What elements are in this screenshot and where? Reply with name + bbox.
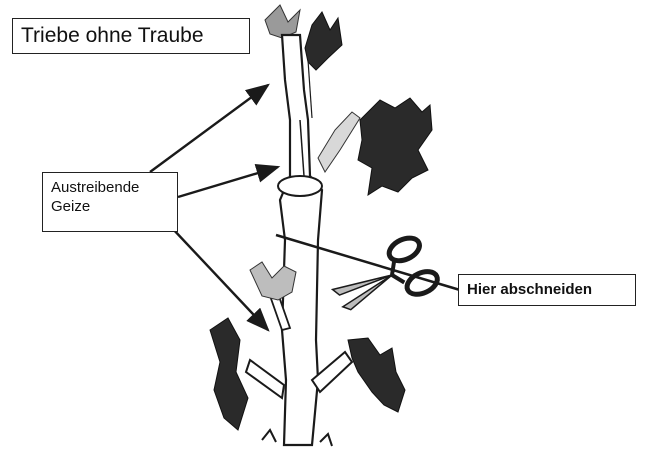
cut-label: Hier abschneiden — [458, 274, 636, 306]
arrow-to-upper-bud — [150, 85, 268, 172]
top-leaves — [265, 5, 342, 70]
arrow-to-middle-bud — [178, 167, 278, 197]
buds-label-line2: Geize — [51, 198, 169, 217]
buds-label: Austreibende Geize — [42, 172, 178, 232]
right-leaf-cluster — [318, 98, 432, 195]
title-label: Triebe ohne Traube — [12, 18, 250, 54]
vine-stem — [246, 35, 352, 445]
buds-label-line1: Austreibende — [51, 179, 169, 198]
arrow-to-lower-bud — [172, 228, 268, 330]
